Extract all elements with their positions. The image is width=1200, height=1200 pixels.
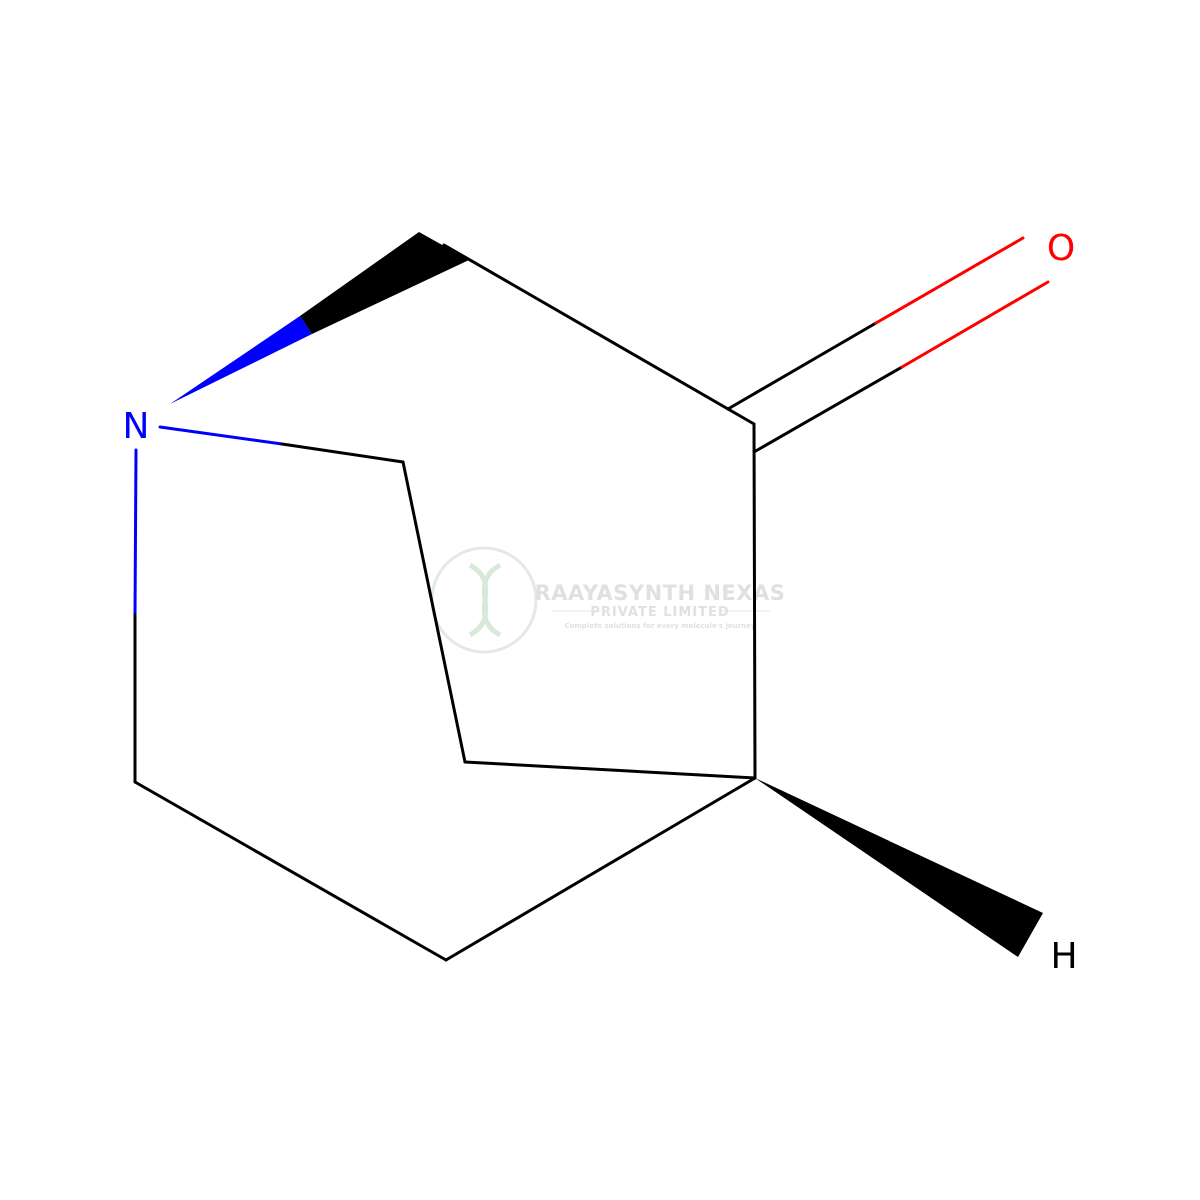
bonds xyxy=(133,236,1050,962)
dna-helix-icon xyxy=(468,562,502,638)
bond-n-ch2-mid-black xyxy=(280,442,405,464)
bond-n-ch2-low-blue xyxy=(133,448,138,617)
atom-oxygen: O xyxy=(1047,228,1075,269)
wedge-n-top-black xyxy=(300,232,469,334)
watermark-company: RAAYASYNTH NEXAS xyxy=(535,581,786,605)
wedge-n-top-blue xyxy=(170,316,312,404)
watermark: RAAYASYNTH NEXAS PRIVATE LIMITED Complet… xyxy=(430,546,786,654)
atom-labels: N O H xyxy=(123,228,1078,977)
bond-co-double-1-black xyxy=(726,321,878,411)
watermark-subtitle: PRIVATE LIMITED xyxy=(590,605,729,620)
bond-ch2-carbonyl xyxy=(442,243,756,426)
bond-n-ch2-mid-blue xyxy=(158,425,284,446)
bond-mid-bridge-1 xyxy=(401,460,467,764)
bond-low-bridge-1 xyxy=(133,780,448,962)
bond-carbonyl-bridgehead xyxy=(752,422,757,780)
bond-mid-bridge-2 xyxy=(463,760,757,780)
bond-co-double-2-black xyxy=(752,365,904,454)
wedge-bonds xyxy=(170,232,1043,957)
bond-low-bridge-2 xyxy=(444,776,757,962)
atom-nitrogen: N xyxy=(123,406,150,447)
wedge-bridgehead-h xyxy=(755,778,1043,957)
bond-co-double-1-red xyxy=(874,236,1025,325)
bond-co-double-2-red xyxy=(900,280,1050,369)
watermark-tagline: Complete solutions for every molecule's … xyxy=(565,622,756,630)
atom-hydrogen: H xyxy=(1050,936,1077,977)
